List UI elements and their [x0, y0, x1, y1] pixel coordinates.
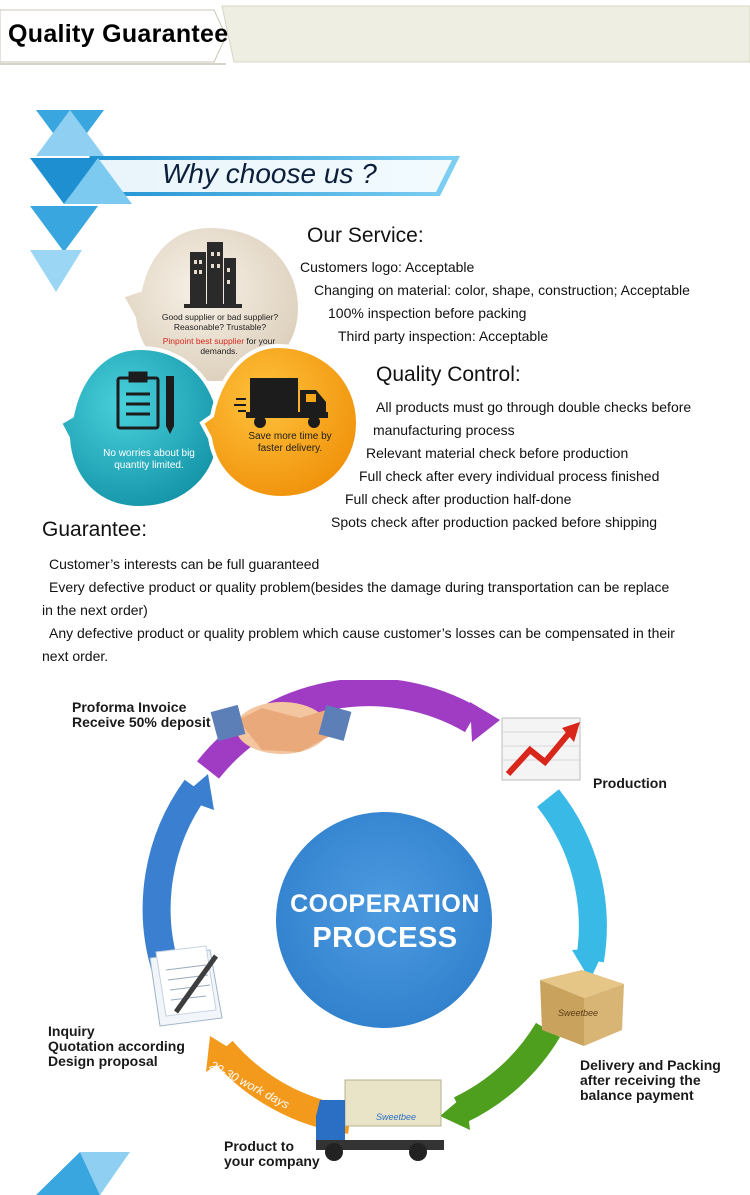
bubble-top-text: for your demands. [200, 336, 276, 356]
ring-segment-blue [142, 779, 208, 975]
handshake-icon [210, 702, 352, 754]
quality-item: Full check after every individual proces… [359, 468, 660, 484]
chart-growth-icon [501, 717, 581, 781]
cooperation-process-diagram [142, 680, 624, 1161]
bubble-top-text: Good supplier or bad supplier? [161, 312, 279, 322]
service-item: Third party inspection: Acceptable [338, 328, 549, 344]
why-banner-graphic [30, 110, 460, 292]
guarantee-line: next order. [42, 648, 109, 664]
bubble-left-text: No worries about big quantity limited. [103, 448, 195, 471]
bubble-right-text: Save more time by faster delivery. [248, 431, 332, 454]
decorative-triangle-icon [36, 1152, 130, 1195]
step-delivery-label: Delivery and Packing after receiving the… [580, 1057, 721, 1103]
step-inquiry-label: Inquiry Quotation according Design propo… [48, 1023, 185, 1069]
service-heading: Our Service: [307, 224, 424, 247]
truck-brand-label: Sweetbee [376, 1112, 417, 1122]
quality-item: manufacturing process [373, 422, 515, 438]
center-circle [276, 812, 492, 1028]
quality-item: Relevant material check before productio… [366, 445, 629, 461]
service-item: Customers logo: Acceptable [300, 259, 475, 275]
step-proforma-label: Proforma Invoice Receive 50% deposit [72, 699, 211, 730]
guarantee-line: Customer’s interests can be full guarant… [49, 556, 320, 572]
guarantee-line: Any defective product or quality problem… [49, 625, 675, 641]
quality-item: Spots check after production packed befo… [331, 514, 658, 530]
guarantee-line: Every defective product or quality probl… [49, 579, 670, 595]
quality-heading: Quality Control: [376, 363, 521, 386]
pen-icon [166, 376, 174, 434]
package-box-icon [540, 970, 624, 1046]
ring-segment-cyan [536, 789, 607, 963]
quality-item: Full check after production half-done [345, 491, 572, 507]
quality-item: All products must go through double chec… [376, 399, 692, 415]
cooperation-title: COOPERATION [290, 890, 480, 918]
service-infographic [60, 223, 361, 511]
clipboard-icon [116, 371, 160, 430]
ring-segment-purple [197, 680, 480, 779]
decorative-triangles-icon [30, 110, 132, 292]
why-choose-us-title: Why choose us ? [162, 158, 377, 189]
delivery-truck-icon [316, 1079, 444, 1161]
guarantee-line: in the next order) [42, 602, 148, 618]
service-item: 100% inspection before packing [328, 305, 527, 321]
guarantee-heading: Guarantee: [42, 518, 148, 541]
process-title: PROCESS [312, 922, 458, 954]
step-production-label: Production [593, 775, 667, 791]
building-icon [184, 242, 242, 308]
document-pen-icon [149, 945, 223, 1027]
ring-segment-green [453, 1022, 561, 1123]
service-item: Changing on material: color, shape, cons… [314, 282, 690, 298]
bubble-top-highlight: Pinpoint best supplier [162, 336, 245, 346]
header-banner [0, 5, 750, 65]
box-brand-label: Sweetbee [558, 1008, 599, 1018]
page-title: Quality Guarantee [8, 20, 229, 48]
step-product-label: Product to your company [224, 1138, 320, 1169]
bubble-top-text: Reasonable? Trustable? [173, 322, 267, 332]
